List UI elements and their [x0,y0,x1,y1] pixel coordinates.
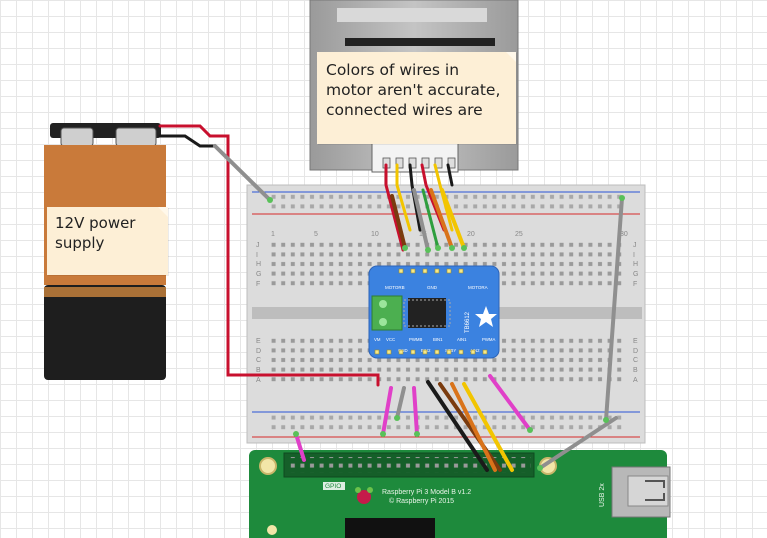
row-letter-b: B [256,367,261,374]
wire-yellow-gpio [462,382,514,472]
row-letter-g-right: G [633,271,638,278]
gpio-label: GPIO [325,483,341,490]
driver-pin-vcc: VCC [386,337,395,342]
wire-motor-yellow-2 [433,163,454,232]
row-letter-a: A [256,377,261,384]
driver-pin-ain1: AIN1 [457,337,467,342]
wire-orange-jumper [429,188,454,250]
wire-battery-red [158,124,380,387]
pi-model-title: Raspberry Pi 3 Model B v1.2 [382,489,471,496]
wire-yellow-jumper [440,188,466,250]
raspberry-pi-logo-icon [355,487,373,504]
wire-brown-jumper [390,194,407,250]
wire-battery-black [158,134,216,148]
wire-end-markers [267,195,625,471]
row-letter-a-right: A [633,377,638,384]
row-letter-h: H [256,261,261,268]
motor-connector-pins [382,157,456,169]
motor-note: Colors of wires in motor aren't accurate… [317,52,516,144]
driver-pin-vm: VM [374,337,381,342]
wire-orange-gpio [450,382,497,472]
wire-gray-2 [395,386,406,420]
driver-pin-pwma: PWMA [482,337,496,342]
battery-note-text: 12V power supply [55,214,136,252]
row-letter-h-right: H [633,261,638,268]
motor-note-text: Colors of wires in motor aren't accurate… [326,61,501,119]
row-letter-j-right: J [633,242,637,249]
breadboard-col-30: 30 [620,231,628,238]
driver-pin-pwmb: PWMB [409,337,423,342]
breadboard-col-10: 10 [371,231,379,238]
row-letter-f: F [256,281,260,288]
wire-magenta-1 [381,386,393,436]
breadboard-col-5: 5 [314,231,318,238]
wire-battery-gnd-gray [213,144,272,202]
motor-driver-tb6612: MOTORB GND MOTORA TB6612 VM VCC GND PWMB… [368,265,500,359]
wires [158,124,624,472]
row-letter-j: J [256,242,260,249]
wire-magenta-3 [488,374,532,432]
driver-pin-motorb: MOTORB [385,285,405,290]
driver-pin-bin1: BIN1 [433,337,443,342]
breadboard-col-20: 20 [467,231,475,238]
usb-label: USB 2x [599,483,606,507]
wire-black-gpio [426,380,489,472]
raspberry-pi-board: GPIO Raspberry Pi 3 Model B v1.2 © Raspb… [249,450,671,538]
row-letter-i: I [256,252,258,259]
wire-motor-yellow [395,163,412,232]
wire-motor-red [384,163,405,252]
wire-gray-rail [604,196,624,422]
wire-gray-jumper [412,188,430,252]
pi-copyright: © Raspberry Pi 2015 [389,497,454,505]
battery-note: 12V power supply [47,207,168,275]
row-letter-i-right: I [633,252,635,259]
row-letter-f-right: F [633,281,637,288]
row-letter-d-right: D [633,348,638,355]
row-letter-g: G [256,271,261,278]
wire-motor-black-1 [408,163,422,232]
driver-pin-gnd-top: GND [427,285,438,290]
wire-motor-black-2 [446,163,454,187]
wire-magenta-2 [412,386,419,436]
row-letter-b-right: B [633,367,638,374]
row-letter-d: D [256,348,261,355]
breadboard-col-1: 1 [271,231,275,238]
row-letter-c: C [256,357,261,364]
row-letter-c-right: C [633,357,638,364]
breadboard-col-25: 25 [515,231,523,238]
row-letter-e: E [256,338,261,345]
row-letter-e-right: E [633,338,638,345]
driver-pin-motora: MOTORA [468,285,488,290]
wire-magenta-power [294,432,306,462]
adafruit-star-icon [475,306,497,327]
wire-gray-gpio [538,416,618,470]
driver-vertical-label: TB6612 [465,311,471,333]
wire-green-jumper [421,188,440,250]
